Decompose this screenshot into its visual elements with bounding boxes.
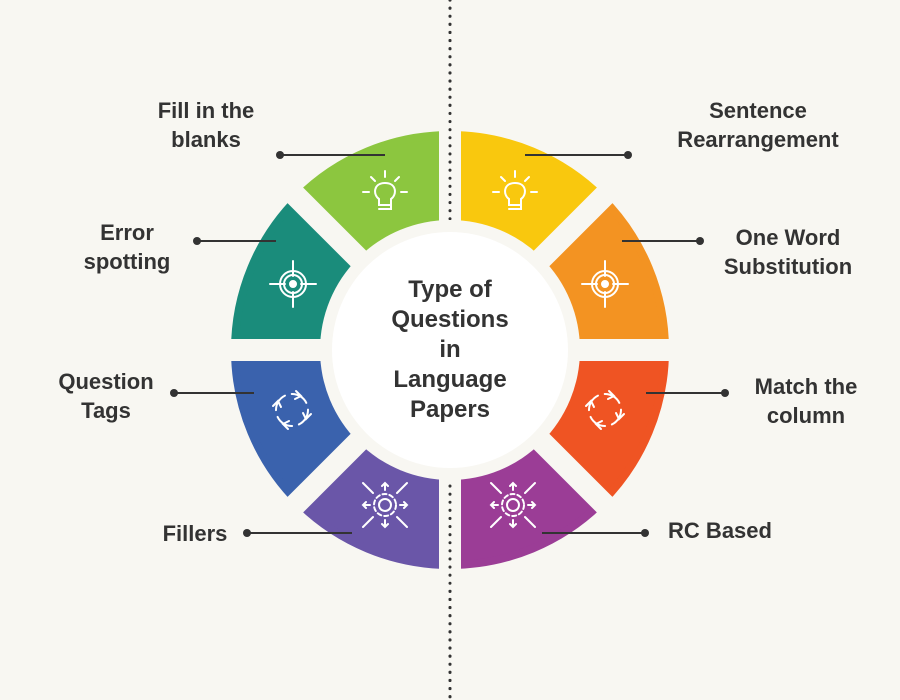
title-line: Language (393, 366, 507, 393)
connector-dot (193, 237, 201, 245)
connector-dot (243, 529, 251, 537)
gear-arrows-icon (489, 481, 537, 529)
connector-dot (624, 151, 632, 159)
connector-dot (641, 529, 649, 537)
label-fillers: Fillers (162, 521, 228, 546)
lightbulb-icon (492, 170, 538, 210)
title-line: in (439, 336, 461, 363)
title-line: Papers (409, 396, 491, 423)
cycle-icon (585, 390, 625, 430)
gear-arrows-icon (361, 481, 409, 529)
lightbulb-icon (362, 170, 408, 210)
title-line: Type of (408, 276, 492, 303)
center-circle (332, 232, 568, 468)
label-rc-based: RC Based (668, 518, 772, 543)
target-icon (269, 260, 317, 308)
target-icon (581, 260, 629, 308)
cycle-icon (272, 390, 312, 430)
title-line: Questions (391, 306, 509, 333)
center-title: Type of Questions in Language Papers (391, 275, 508, 425)
connector-dot (696, 237, 704, 245)
connector-dot (170, 389, 178, 397)
connector-dot (721, 389, 729, 397)
connector-dot (276, 151, 284, 159)
